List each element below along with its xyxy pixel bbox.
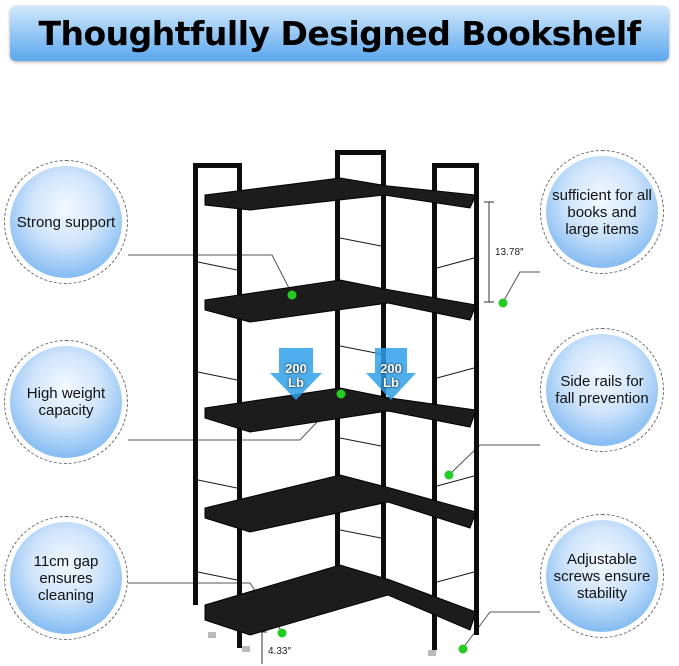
feature-bubble-strong-support: Strong support bbox=[4, 160, 128, 284]
load-label-right: 200 Lb bbox=[371, 362, 411, 390]
load-label-left: 200 Lb bbox=[276, 362, 316, 390]
feature-text: sufficient for all books and large items bbox=[552, 186, 652, 238]
feature-bubble-capacity: sufficient for all books and large items bbox=[540, 150, 664, 274]
feature-text: Strong support bbox=[16, 213, 116, 231]
feature-text: Side rails for fall prevention bbox=[555, 373, 649, 407]
load-arrow-right bbox=[366, 348, 416, 400]
feature-bubble-adjustable-screws: Adjustable screws ensure stability bbox=[540, 514, 664, 638]
feature-text: Adjustable screws ensure stability bbox=[553, 550, 651, 602]
title-banner: Thoughtfully Designed Bookshelf bbox=[10, 6, 669, 61]
page-title: Thoughtfully Designed Bookshelf bbox=[38, 14, 642, 53]
feature-bubble-side-rails: Side rails for fall prevention bbox=[540, 328, 664, 452]
feature-text: High weight capacity bbox=[26, 385, 106, 419]
load-value: 200 bbox=[285, 361, 307, 376]
side-rails bbox=[197, 237, 475, 583]
shelves bbox=[204, 177, 477, 636]
feature-bubble-weight-capacity: High weight capacity bbox=[4, 340, 128, 464]
load-arrow-left bbox=[270, 348, 322, 400]
feature-bubble-cleaning-gap: 11cm gap ensures cleaning bbox=[4, 516, 128, 640]
floor-gap-dimension: 4.33″ bbox=[268, 646, 292, 657]
load-unit: Lb bbox=[288, 375, 304, 390]
adjustable-feet bbox=[208, 632, 436, 656]
shelf-gap-dimension: 13.78″ bbox=[495, 247, 524, 258]
load-unit: Lb bbox=[383, 375, 399, 390]
callout-dots bbox=[277, 290, 508, 654]
load-value: 200 bbox=[380, 361, 402, 376]
feature-text: 11cm gap ensures cleaning bbox=[33, 552, 99, 604]
